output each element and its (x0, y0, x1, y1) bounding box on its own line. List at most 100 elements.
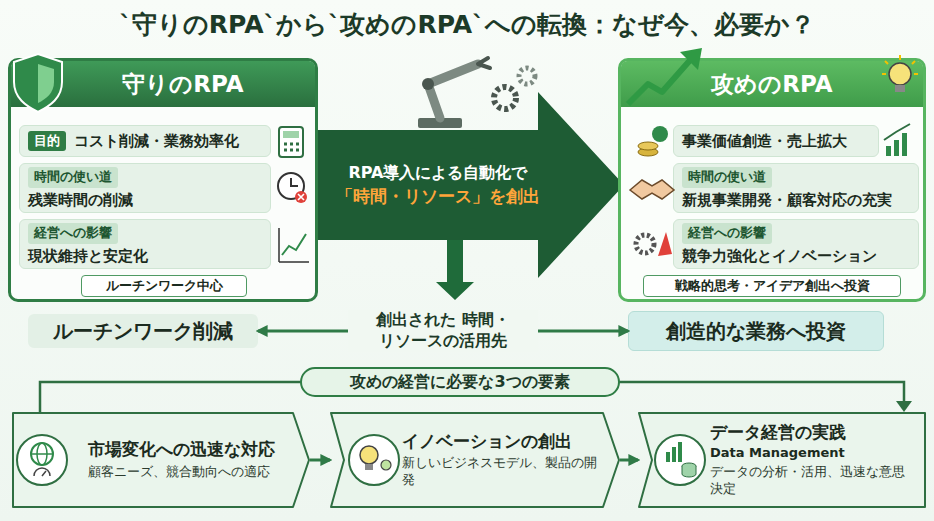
robot-arm (478, 58, 490, 68)
row-label: 経営への影響 (28, 223, 118, 243)
calculator-icon (279, 127, 303, 157)
section-heading: 攻めの経営に必要な3つの要素 (350, 372, 569, 392)
outcome-box: 創造的な業務へ投資 (628, 311, 884, 351)
shield-icon (38, 64, 54, 103)
element-body: 新しいビジネスモデル、製品の開発 (402, 455, 598, 489)
shield-icon (14, 54, 62, 112)
globe-icon (31, 443, 53, 465)
node-content: 事業価値創造・売上拡大 (674, 126, 878, 156)
node-content: 戦略的思考・アイデア創出へ投資 (644, 276, 900, 296)
bulb-icon (381, 460, 391, 470)
row-value: 事業価値創造・売上拡大 (682, 132, 847, 150)
line-chart-icon (279, 228, 309, 262)
bar-chart-icon (894, 140, 899, 156)
calculator-icon (284, 144, 299, 150)
node-content: 経営への影響現状維持と安定化 (20, 220, 270, 268)
summary-tag: ルーチンワーク中心 (81, 275, 247, 297)
bar-chart-icon (902, 133, 907, 156)
line-chart-icon (282, 234, 306, 255)
database-icon (682, 466, 696, 477)
node-content: 攻めの経営に必要な3つの要素 (302, 369, 618, 395)
rocket-icon (658, 232, 672, 256)
node-content: 目的コスト削減・業務効率化 (20, 126, 270, 156)
bulb-icon (360, 446, 378, 464)
clock-icon (298, 194, 304, 200)
bar-chart-icon (666, 452, 670, 462)
element-body: 顧客ニーズ、競合動向への適応 (88, 464, 270, 481)
bar-chart-icon (678, 442, 682, 462)
icon-circle (655, 435, 705, 485)
handshake-icon (630, 180, 674, 199)
connector-arrow (620, 459, 638, 462)
node-content: 時間の使い道新規事業開発・顧客対応の充実 (674, 164, 918, 212)
info-row: 時間の使い道残業時間の削減 (19, 163, 271, 213)
node-shape (331, 413, 619, 507)
node-shape (318, 92, 624, 278)
connector-arrow (310, 459, 330, 462)
bar-chart-icon (884, 124, 910, 140)
gear-icon (519, 68, 535, 84)
element-heading: 市場変化への迅速な対応 (88, 439, 275, 460)
row-value: 残業時間の削減 (28, 191, 133, 209)
row-label: 時間の使い道 (682, 167, 772, 187)
robot-arm (422, 78, 434, 90)
bulb-icon (365, 464, 373, 470)
edge-label: 創出された 時間・リソースの活用先 (348, 310, 538, 352)
bar-chart-icon (672, 447, 676, 462)
clock-icon (291, 178, 298, 186)
row-value: コスト削減・業務効率化 (74, 132, 239, 150)
node-content: RPA導入による自動化で「時間・リソース」を創出 (330, 138, 546, 232)
icon-circle (349, 435, 399, 485)
gear-icon (494, 87, 516, 109)
globe-icon (31, 453, 53, 455)
info-row: 時間の使い道新規事業開発・顧客対応の充実 (673, 163, 919, 213)
row-label: 目的 (28, 131, 66, 151)
row-value: 競争力強化とイノベーション (682, 247, 877, 265)
info-row: 目的コスト削減・業務効率化 (19, 125, 271, 157)
row-value: 新規事業開発・顧客対応の充実 (682, 191, 892, 209)
gear-icon (636, 235, 654, 253)
node-content: 創造的な業務へ投資 (629, 312, 883, 350)
row-label: 経営への影響 (682, 223, 772, 243)
summary-tag-text: ルーチンワーク中心 (106, 278, 223, 294)
node-shape (13, 413, 309, 507)
bracket-arrow-head (896, 401, 912, 412)
bulb-icon (889, 63, 911, 85)
bulb-icon (882, 55, 918, 74)
row-label: 時間の使い道 (28, 167, 118, 187)
node-content: 時間の使い道残業時間の削減 (20, 164, 270, 212)
row-value: 現状維持と安定化 (28, 247, 148, 265)
growth-arrow (628, 58, 692, 104)
gauge-icon (34, 468, 50, 476)
bar-chart-icon (886, 146, 891, 156)
summary-tag: 戦略的思考・アイデア創出へ投資 (643, 275, 901, 297)
panel-heading: 守りのRPA (122, 70, 243, 99)
diagram-title: `守りのRPA`から`攻めのRPA`への転換：なぜ今、必要か？ (0, 8, 934, 41)
panel-heading: 攻めのRPA (711, 70, 832, 99)
element-subheading: Data Management (710, 445, 845, 461)
element-heading: データ経営の実践 (710, 422, 846, 443)
clock-icon (278, 173, 304, 199)
summary-tag-text: 戦略的思考・アイデア創出へ投資 (675, 278, 870, 294)
element-heading: イノベーションの創出 (402, 431, 572, 452)
money-icon (652, 126, 668, 142)
offense-panel: 攻めのRPA事業価値創造・売上拡大時間の使い道新規事業開発・顧客対応の充実経営へ… (618, 58, 926, 302)
info-row: 経営への影響競争力強化とイノベーション (673, 219, 919, 269)
growth-arrow (680, 48, 702, 70)
money-icon (638, 142, 658, 150)
element-body: データの分析・活用、迅速な意思決定 (710, 464, 914, 498)
node-content: 経営への影響競争力強化とイノベーション (674, 220, 918, 268)
node-shape (639, 413, 925, 507)
info-row: 経営への影響現状維持と安定化 (19, 219, 271, 269)
bulb-icon (895, 85, 905, 92)
process-arrow: RPA導入による自動化で「時間・リソース」を創出 (318, 92, 624, 278)
down-arrow (436, 238, 474, 300)
outcome-text: ルーチンワーク削減 (53, 319, 233, 344)
node-content: ルーチンワーク削減 (28, 314, 258, 348)
icon-circle (17, 435, 67, 485)
node-content: ルーチンワーク中心 (82, 276, 246, 296)
